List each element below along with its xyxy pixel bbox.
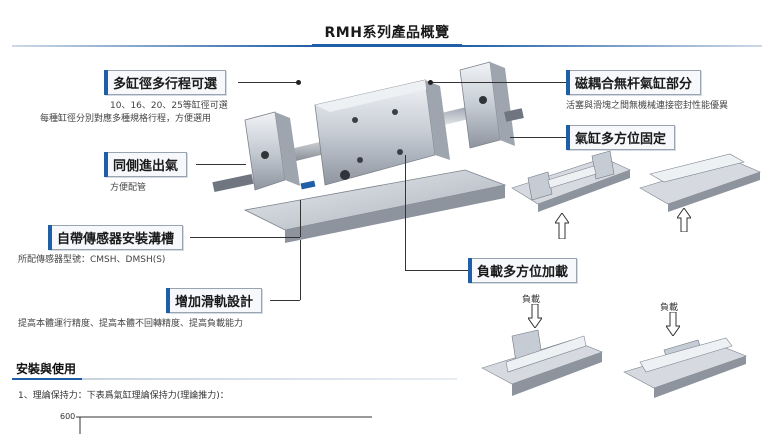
load-thumbnail-2: [623, 337, 747, 398]
mount-thumbnail-1: [511, 150, 631, 212]
slide-rail-desc: 提高本體運行精度、提高本體不回轉精度、提高負載能力: [18, 319, 244, 329]
leader-same-side-air: [196, 164, 246, 165]
install-section-title: 安裝與使用: [16, 362, 77, 376]
load-thumbnail-1: [481, 329, 603, 396]
magnetic-coupling-desc: 活塞與滑塊之間無機械連接密封性能優異: [566, 101, 729, 111]
header-rule-right: [462, 45, 762, 47]
table-axis: [76, 416, 372, 434]
leader-magnetic-coupling: [430, 82, 566, 83]
leader-multi-load: [405, 270, 468, 271]
callout-magnetic-coupling: 磁耦合無杆氣缸部分: [566, 70, 702, 95]
load-arrow-2: [666, 312, 680, 336]
multi-bore-desc2: 每種缸徑分別對應多種規格行程，方便選用: [40, 114, 212, 124]
load-arrow-1: [528, 304, 542, 328]
leader-multi-load-v: [405, 155, 406, 270]
rodless-cylinder-illustration: [212, 61, 524, 243]
sensor-groove-desc: 所配傳感器型號：CMSH、DMSH(S): [18, 255, 166, 265]
leader-dot: [428, 80, 433, 85]
callout-multi-mount: 氣缸多方位固定: [566, 125, 676, 150]
leader-multi-bore: [238, 82, 298, 83]
multi-bore-desc1: 10、16、20、25等缸徑可選: [110, 101, 228, 111]
callout-sensor-groove: 自帶傳感器安裝溝槽: [48, 225, 184, 250]
callout-multi-load: 負載多方位加載: [468, 258, 578, 283]
page-title: RMH系列產品概覽: [324, 25, 450, 41]
leader-sensor-groove: [190, 237, 300, 238]
leader-slide-rail: [270, 300, 300, 301]
callout-slide-rail: 增加滑軌設計: [166, 288, 263, 313]
load-label-1: 負載: [522, 295, 541, 305]
mount-arrow-1: [555, 213, 569, 239]
header-rule-left: [12, 45, 312, 47]
install-section-rule: [12, 378, 457, 380]
mount-thumbnail-2: [639, 153, 761, 212]
leader-slide-rail-v: [300, 240, 301, 300]
leader-sensor-groove-v: [300, 200, 301, 237]
mount-arrow-2: [677, 208, 691, 232]
leader-dot: [296, 80, 301, 85]
callout-multi-bore: 多缸徑多行程可選: [104, 70, 227, 95]
callout-same-side-air: 同側進出氣: [104, 152, 188, 177]
same-side-air-desc: 方便配管: [110, 183, 147, 193]
leader-multi-mount: [510, 137, 566, 138]
axis-tick-600: 600: [60, 412, 76, 421]
header-underline: [312, 44, 462, 47]
load-label-2: 負載: [660, 303, 679, 313]
install-line-1: 1、理論保持力：下表爲氣缸理論保持力(理論推力)：: [18, 391, 229, 401]
